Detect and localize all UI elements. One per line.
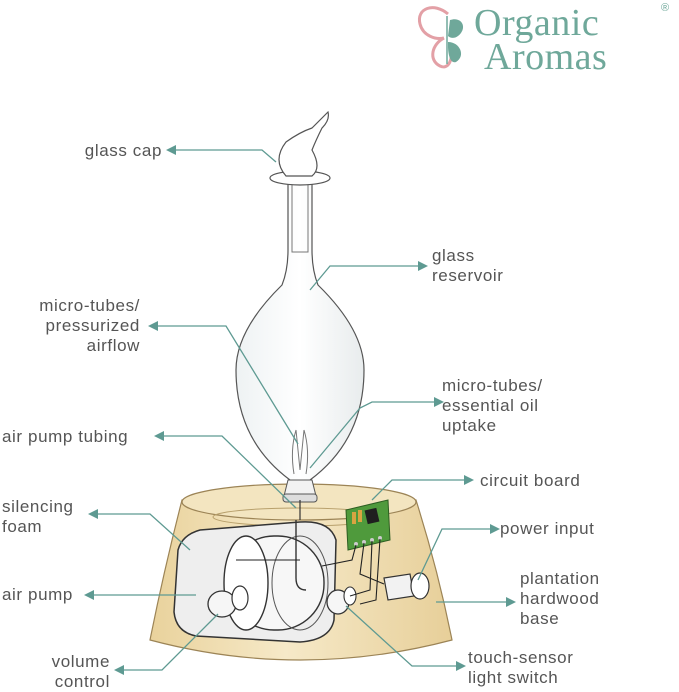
label-line: silencing (2, 497, 74, 516)
label-touch-sensor: touch-sensor light switch (468, 648, 573, 688)
label-line: touch-sensor (468, 648, 574, 667)
label-line: control (54, 672, 110, 691)
leader-arrowheads (84, 145, 516, 675)
label-micro-tubes-uptake: micro-tubes/ essential oil uptake (442, 376, 543, 436)
label-line: micro-tubes/ (39, 296, 140, 315)
label-line: hardwood (520, 589, 600, 608)
registered-mark: ® (661, 2, 670, 14)
label-plantation-base: plantation hardwood base (520, 569, 600, 629)
label-line: air pump tubing (2, 427, 129, 446)
label-volume-control: volume control (52, 652, 110, 692)
label-silencing-foam: silencing foam (2, 497, 74, 537)
label-line: volume (51, 652, 110, 671)
label-line: glass (432, 246, 475, 265)
leader-lines (92, 149, 508, 671)
volume-control-knob (207, 585, 249, 618)
label-air-pump: air pump (2, 585, 73, 605)
label-line: air pump (2, 585, 73, 604)
power-input-jack (383, 572, 430, 601)
logo-line-1: Organic (474, 2, 600, 44)
label-glass-cap: glass cap (85, 141, 162, 161)
label-line: pressurized (45, 316, 140, 335)
label-line: essential oil (442, 396, 539, 415)
touch-sensor-switch (326, 586, 357, 615)
label-glass-reservoir: glass reservoir (432, 246, 504, 286)
label-line: micro-tubes/ (442, 376, 543, 395)
internal-wiring (236, 538, 385, 605)
label-circuit-board: circuit board (480, 471, 580, 491)
circuit-board (345, 499, 391, 551)
glass-vessel (235, 110, 365, 520)
butterfly-icon (417, 6, 464, 69)
label-micro-tubes-airflow: micro-tubes/ pressurized airflow (39, 296, 140, 356)
label-line: light switch (468, 668, 559, 687)
logo-line-2: Aromas (484, 36, 608, 78)
label-line: base (520, 609, 560, 628)
label-line: airflow (86, 336, 140, 355)
label-line: uptake (442, 416, 497, 435)
label-air-pump-tubing: air pump tubing (2, 427, 128, 447)
label-line: plantation (520, 569, 600, 588)
label-line: glass cap (84, 141, 162, 160)
label-line: power input (500, 519, 595, 538)
label-line: foam (2, 517, 43, 536)
label-line: circuit board (480, 471, 581, 490)
label-line: reservoir (432, 266, 504, 285)
label-power-input: power input (500, 519, 595, 539)
